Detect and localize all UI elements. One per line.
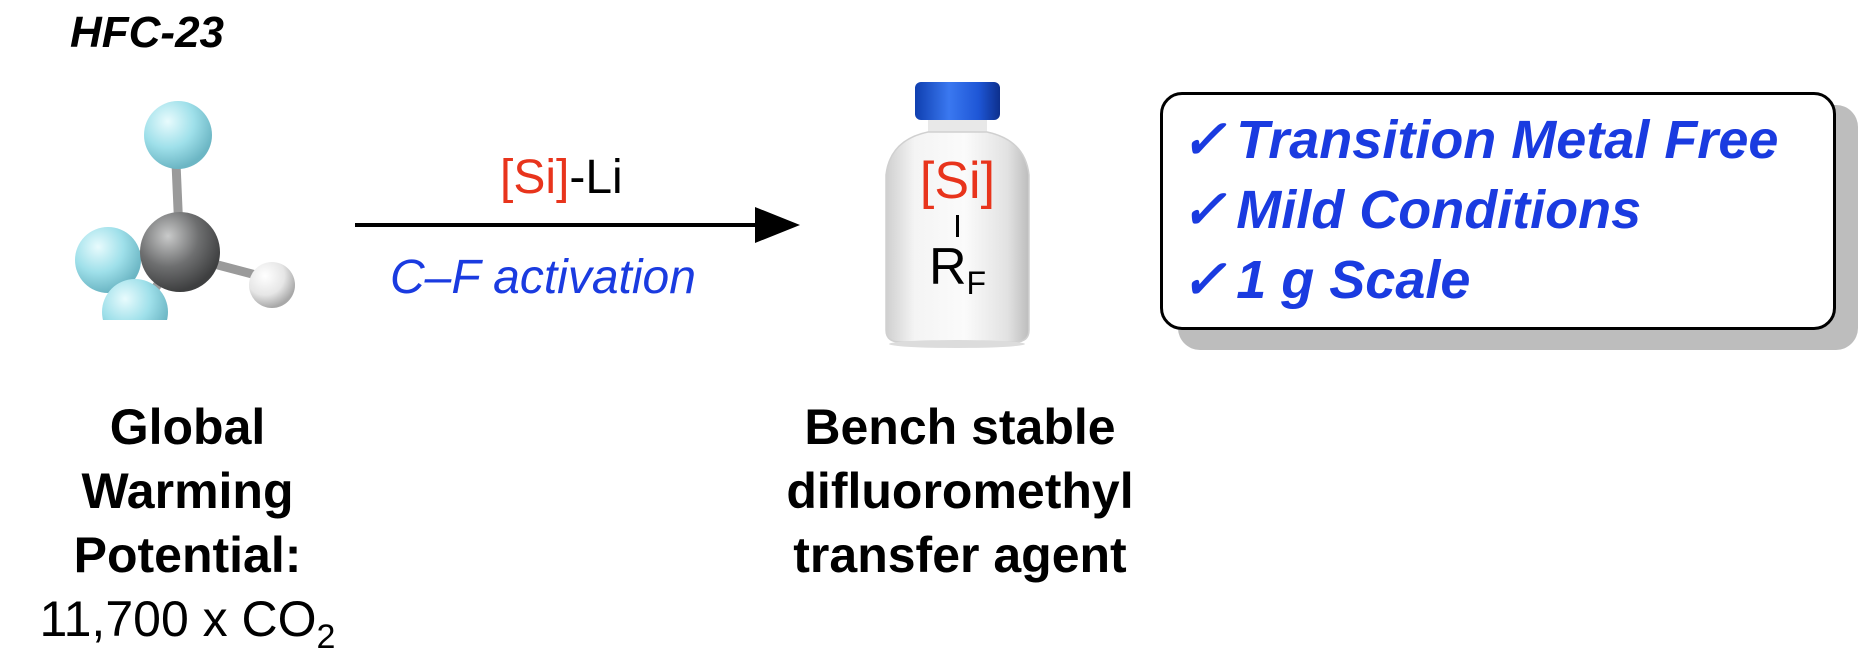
- feature-item: ✓Transition Metal Free: [1181, 105, 1833, 175]
- gwp-value: 11,700 x CO2: [39, 591, 336, 656]
- gwp-subscript: 2: [316, 618, 336, 656]
- feature-item: ✓Mild Conditions: [1181, 175, 1833, 245]
- reagent-label: [Si]-Li: [500, 150, 623, 205]
- feature-text: Transition Metal Free: [1236, 110, 1779, 170]
- bottle-icon: [885, 82, 1030, 348]
- product-line-2: difluoromethyl: [786, 463, 1134, 519]
- rf-subscript: F: [966, 265, 987, 301]
- features-box: ✓Transition Metal Free ✓Mild Conditions …: [1160, 92, 1836, 330]
- rf-main: R: [928, 238, 967, 296]
- features-list: ✓Transition Metal Free ✓Mild Conditions …: [1163, 95, 1833, 315]
- reagent-lithium: -Li: [569, 151, 623, 204]
- gwp-number: 11,700 x CO: [39, 591, 317, 647]
- check-icon: ✓: [1181, 180, 1227, 240]
- reactant-title: HFC-23: [70, 8, 225, 57]
- reaction-condition: C–F activation: [390, 251, 696, 304]
- feature-item: ✓1 g Scale: [1181, 245, 1833, 315]
- check-icon: ✓: [1181, 110, 1227, 170]
- hydrogen-atom: [249, 262, 295, 308]
- si-rf-bond: [956, 215, 959, 237]
- gwp-line-3: Potential:: [73, 527, 302, 583]
- feature-text: 1 g Scale: [1236, 250, 1471, 310]
- feature-text: Mild Conditions: [1236, 180, 1642, 240]
- gwp-line-1: Global: [109, 399, 266, 455]
- reagent-silyl: [Si]: [500, 151, 570, 204]
- check-icon: ✓: [1181, 250, 1227, 310]
- carbon-atom: [140, 212, 220, 292]
- bottle-cap: [915, 82, 1000, 120]
- silyl-group-label: [Si]: [919, 152, 996, 210]
- product-line-1: Bench stable: [804, 399, 1116, 455]
- gwp-label: Global Warming Potential: 11,700 x CO2: [0, 395, 375, 669]
- rf-group-label: RF: [880, 241, 1035, 299]
- product-description: Bench stable difluoromethyl transfer age…: [740, 395, 1180, 587]
- product-line-3: transfer agent: [793, 527, 1127, 583]
- reaction-arrow-icon: [355, 207, 800, 243]
- fluorine-atom: [75, 227, 141, 293]
- hfc23-molecule-icon: [75, 101, 295, 320]
- fluorine-atom: [144, 101, 212, 169]
- gwp-line-2: Warming: [81, 463, 294, 519]
- fluorine-atom: [102, 279, 168, 320]
- bottle-formula: [Si] RF: [880, 155, 1035, 299]
